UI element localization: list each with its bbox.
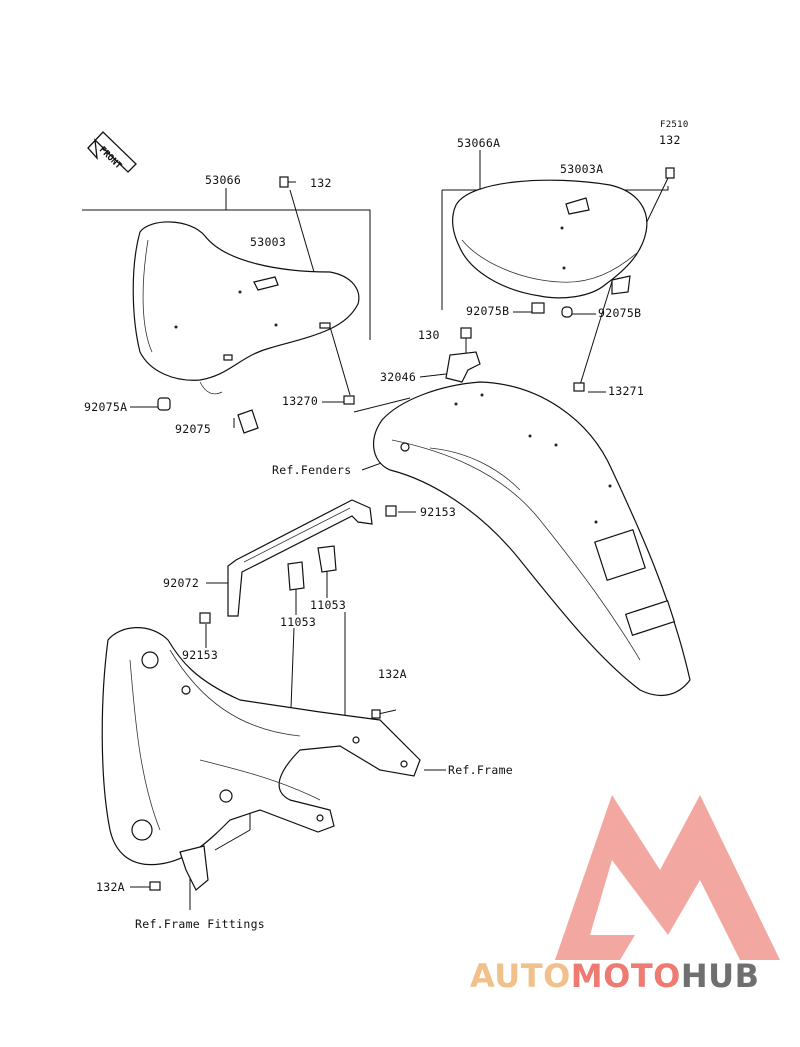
frame-part xyxy=(101,627,421,891)
label-92075B-left: 92075B xyxy=(466,304,510,318)
passenger-seat-part xyxy=(451,167,675,392)
label-ref-frame-fittings: Ref.Frame Fittings xyxy=(135,917,266,931)
front-arrow-icon: FRONT xyxy=(87,131,137,173)
label-132A-top: 132A xyxy=(378,667,407,681)
watermark-part-hub: HUB xyxy=(680,957,760,995)
label-53003: 53003 xyxy=(250,235,287,249)
bracket-32046-part xyxy=(445,327,481,383)
bolt-132-left xyxy=(279,176,355,405)
label-92075A: 92075A xyxy=(84,400,128,414)
rear-fender-part xyxy=(373,381,691,697)
label-53066: 53066 xyxy=(205,173,242,187)
label-ref-fenders: Ref.Fenders xyxy=(272,463,352,477)
watermark: AUTOMOTOHUB xyxy=(470,785,795,1000)
label-53003A: 53003A xyxy=(560,162,604,176)
label-92075B-right: 92075B xyxy=(598,306,642,320)
bracket-11053-part xyxy=(287,545,337,591)
label-32046: 32046 xyxy=(380,370,417,384)
label-92153-right: 92153 xyxy=(420,505,457,519)
label-92072: 92072 xyxy=(163,576,200,590)
label-92075: 92075 xyxy=(175,422,212,436)
label-ref-frame: Ref.Frame xyxy=(448,763,514,777)
label-130: 130 xyxy=(418,328,440,342)
watermark-logo-icon xyxy=(555,795,780,960)
label-53066A: 53066A xyxy=(457,136,501,150)
label-132A-bottom: 132A xyxy=(96,880,125,894)
watermark-part-auto: AUTO xyxy=(470,957,571,995)
label-132-left: 132 xyxy=(310,176,332,190)
rider-seat-part xyxy=(132,221,360,434)
label-11053-right: 11053 xyxy=(310,598,347,612)
label-13270: 13270 xyxy=(282,394,319,408)
grab-bar-part xyxy=(199,499,397,624)
watermark-text: AUTOMOTOHUB xyxy=(470,957,760,995)
watermark-part-moto: MOTO xyxy=(570,957,681,995)
label-132-right: 132 xyxy=(659,133,681,147)
figure-code: F2510 xyxy=(660,120,689,130)
label-92153-left: 92153 xyxy=(182,648,219,662)
label-13271: 13271 xyxy=(608,384,645,398)
label-11053-left: 11053 xyxy=(280,615,317,629)
